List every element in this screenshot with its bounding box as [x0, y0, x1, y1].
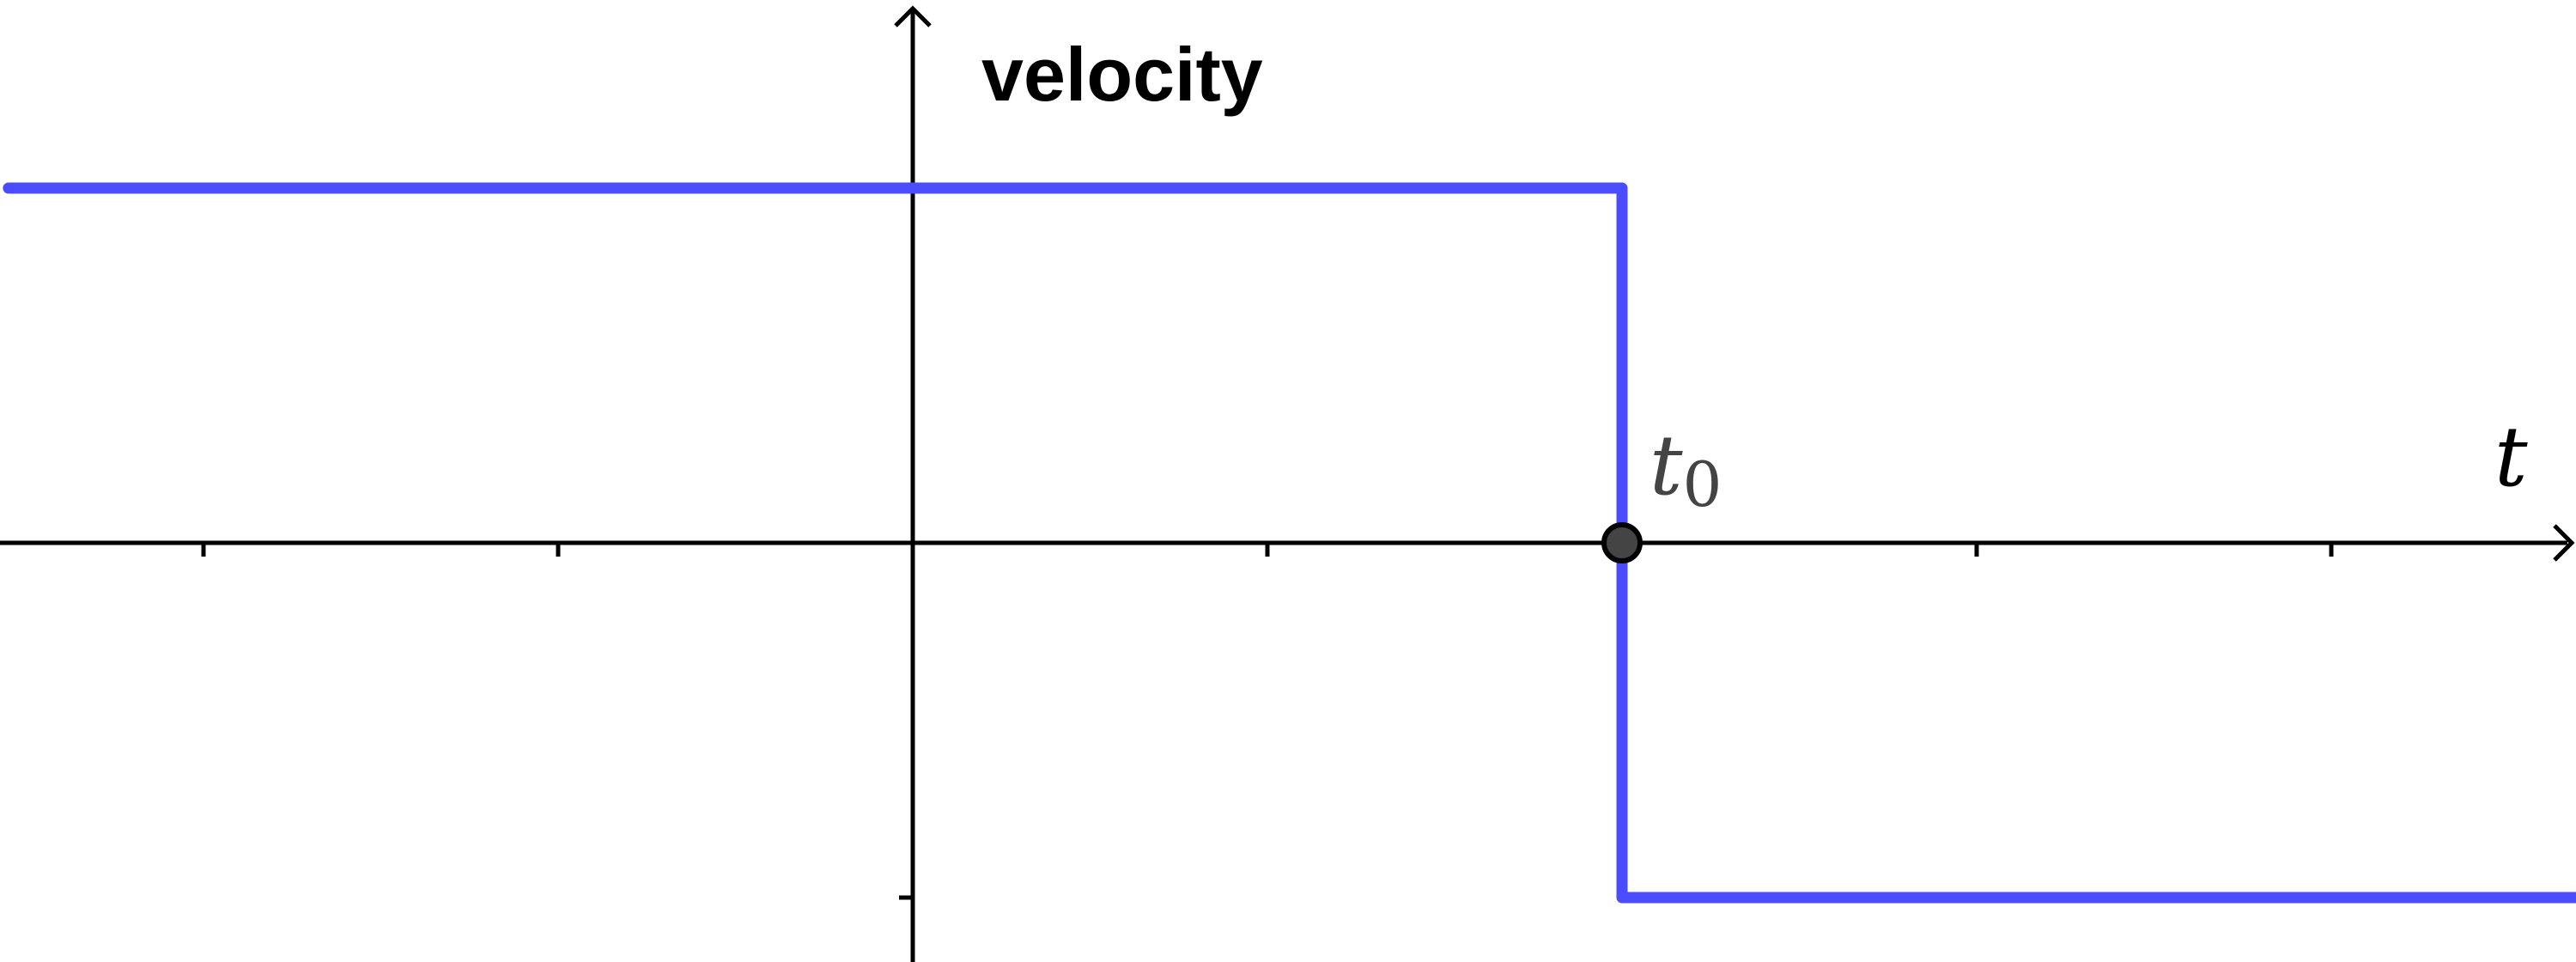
- t0-label: t0: [1649, 417, 1722, 521]
- y-axis-label: velocity: [981, 32, 1263, 117]
- x-axis-label: t: [2494, 409, 2528, 505]
- x-axis-arrow: [2553, 524, 2575, 562]
- t0-point[interactable]: [1601, 522, 1643, 563]
- y-axis-arrow: [894, 5, 932, 27]
